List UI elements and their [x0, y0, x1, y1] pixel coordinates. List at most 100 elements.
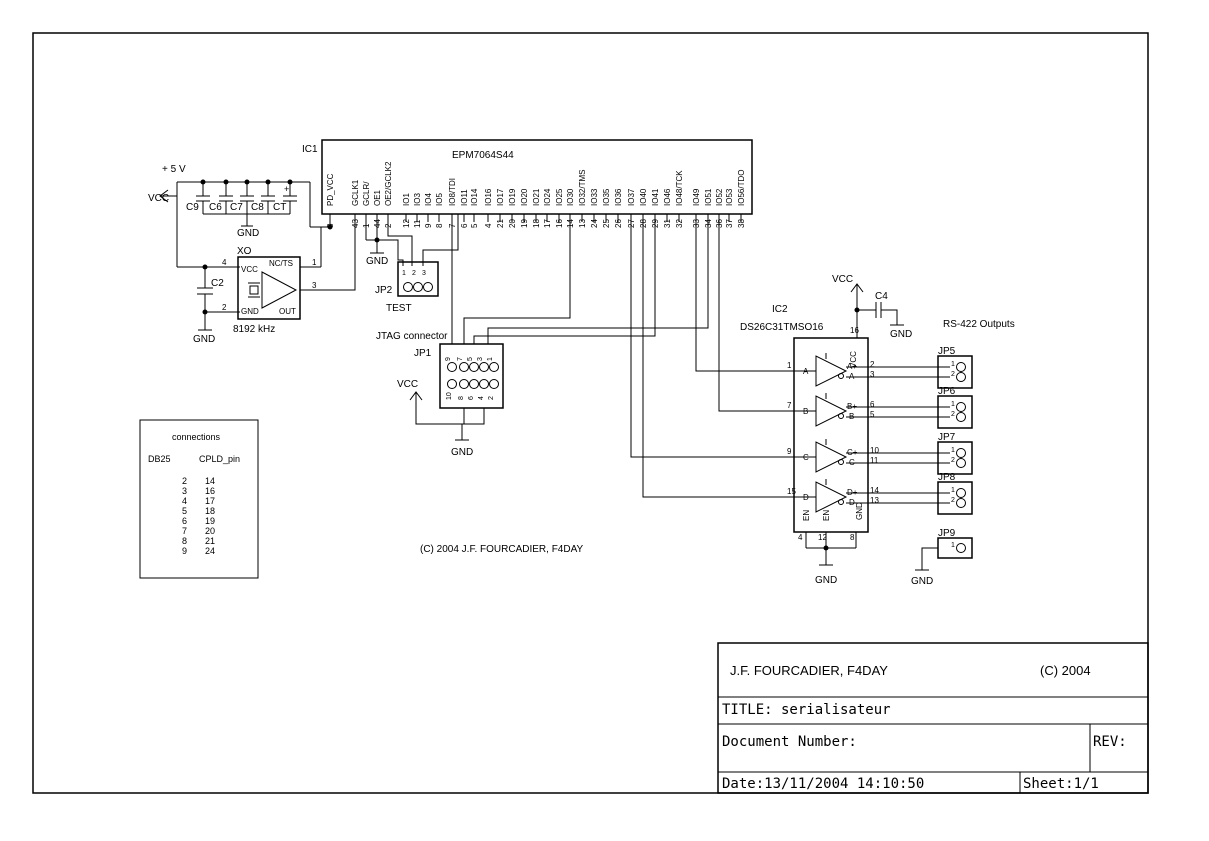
driver-out-n-pin-num: 11	[870, 456, 879, 465]
output-connector-body	[937, 441, 973, 475]
ic2-gnd-pin: GND	[855, 502, 864, 520]
xo-oscillator: XO VCC NC/TS GND OUT 8192 kHz 4 2 1 3	[222, 214, 356, 335]
gnd-label-c2: GND	[193, 334, 215, 345]
jtag-pin	[479, 379, 489, 389]
ic1-pin-name: IO19	[508, 188, 517, 206]
driver-out-p-pin-num: 10	[870, 446, 879, 455]
cap-label: C6	[209, 202, 222, 213]
jp2-label: TEST	[386, 303, 412, 314]
driver-in-pin-num: 7	[787, 401, 792, 410]
ic1-pin-number: 37	[725, 219, 734, 228]
ic1-pins: PD_VCC3GCLK143GCLR/1OE144OE2/GCLK22IO112…	[326, 161, 746, 228]
ic2-line-driver: IC2 DS26C31TMSO16 VCC GND EN EN 1AA+A-23…	[630, 214, 950, 586]
gnd-label-ic2: GND	[815, 575, 837, 586]
ic1-pin-number: 32	[675, 219, 684, 228]
vcc-label-left: VCC	[148, 193, 169, 204]
ic1-pin-name: IO53	[725, 188, 734, 206]
jtag-pin	[447, 362, 457, 372]
driver-in-pin-num: 15	[787, 487, 796, 496]
ic1-pin-number: 13	[578, 219, 587, 228]
ic1-pin-name: OE1	[373, 189, 382, 206]
ic1-pin-name: IO11	[460, 189, 469, 206]
ic1-pin-name: IO17	[496, 188, 505, 206]
connections-cpld-cell: 14	[205, 476, 215, 486]
jtag-pin-num: 4	[478, 396, 485, 400]
jp2-pin2-num: 2	[412, 270, 416, 277]
jtag-pin-num: 1	[487, 357, 494, 361]
driver-out-p-pin-num: 6	[870, 400, 875, 409]
output-connector-pin-num: 2	[951, 371, 955, 378]
output-connector-ref: JP5	[938, 346, 956, 357]
c2-label: C2	[211, 278, 224, 289]
connections-cpld-cell: 21	[205, 536, 215, 546]
output-connector-ref: JP8	[938, 472, 956, 483]
output-connector-pin-num: 1	[951, 361, 955, 368]
driver-in-label: B	[803, 407, 808, 416]
driver-out-n-pin-num: 5	[870, 410, 875, 419]
driver-in-label: A	[803, 367, 809, 376]
jtag-pin-num: 8	[458, 396, 465, 400]
rs422-title: RS-422 Outputs	[943, 319, 1015, 330]
ic1-pin-number: 5	[470, 223, 479, 228]
output-connector-ref: JP6	[938, 386, 956, 397]
ic1-pin-name: IO30	[566, 188, 575, 206]
vcc-label-jtag: VCC	[397, 379, 418, 390]
connections-col-db25: DB25	[148, 454, 171, 464]
ic1-body	[321, 139, 753, 215]
driver-triangle	[815, 481, 848, 513]
driver-out-n-pin-num: 3	[870, 370, 875, 379]
ic1-pin-name: IO3	[413, 193, 422, 206]
connections-db25-cell: 5	[182, 506, 187, 516]
ic1-pin-name: IO14	[470, 188, 479, 206]
connections-db25-cell: 2	[182, 476, 187, 486]
plus5v-label: + 5 V	[162, 164, 186, 175]
driver-in-pin-num: 9	[787, 447, 792, 456]
ic1-pin-number: 4	[484, 223, 493, 228]
tb-copyright: (C) 2004	[1040, 663, 1091, 678]
gnd-label-jp2: GND	[366, 256, 388, 267]
ic1-pin-name: IO16	[484, 188, 493, 206]
cap-label: CT	[273, 202, 286, 213]
ic1-pin-number: 21	[496, 219, 505, 228]
ic1-pin-name: IO49	[692, 188, 701, 206]
ic1-pin-name: IO32/TMS	[578, 170, 587, 206]
xo-out-pin: OUT	[279, 307, 296, 316]
output-connector-pin-num: 1	[951, 487, 955, 494]
xo-frequency: 8192 kHz	[233, 324, 275, 335]
connections-cpld-cell: 20	[205, 526, 215, 536]
ic1-pin-number: 12	[402, 219, 411, 228]
ic2-pin4-num: 4	[798, 533, 803, 542]
xo-pin3-num: 3	[312, 281, 317, 290]
ic1-pin-name: IO56/TDO	[737, 170, 746, 206]
ic1-pin-name: IO33	[590, 188, 599, 206]
ic1-part: EPM7064S44	[452, 150, 514, 161]
connections-cpld-cell: 18	[205, 506, 215, 516]
jtag-pin	[489, 379, 499, 389]
ic1-pin-name: IO24	[543, 188, 552, 206]
output-connector-body	[937, 481, 973, 515]
output-connector-pin	[956, 448, 966, 458]
ic1-pin-number: 8	[435, 223, 444, 228]
jtag-pin	[459, 362, 469, 372]
xo-pin2-num: 2	[222, 303, 227, 312]
ic1-pin-number: 17	[543, 219, 552, 228]
connections-db25-cell: 7	[182, 526, 187, 536]
ic1-pin-number: 6	[460, 223, 469, 228]
jtag-pin	[469, 362, 479, 372]
ic1-pin-name: IO36	[614, 188, 623, 206]
ic1-pin-name: GCLK1	[351, 179, 360, 206]
ic2-part: DS26C31TMSO16	[740, 322, 824, 333]
ic1-pin-number: 19	[520, 219, 529, 228]
ic1-pin-name: IO35	[602, 188, 611, 206]
driver-invert-bubble	[838, 499, 844, 505]
driver-out-n-pin-num: 13	[870, 496, 879, 505]
driver-invert-bubble	[838, 413, 844, 419]
ic2-vcc-pin: VCC	[849, 351, 858, 368]
jp9-ref: JP9	[938, 528, 956, 539]
sheet-border	[32, 32, 1149, 794]
output-connector-pin	[956, 362, 966, 372]
